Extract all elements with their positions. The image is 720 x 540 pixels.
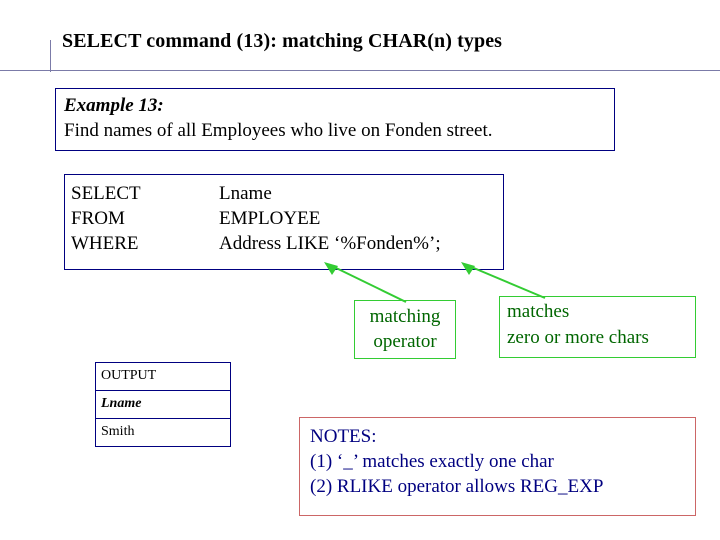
notes-box: NOTES: (1) ‘_’ matches exactly one char … (299, 417, 696, 516)
sql-keyword: FROM (71, 208, 125, 229)
arrow-to-like-operator (324, 262, 407, 303)
sql-row: WHERE Address LIKE ‘%Fonden%’; (67, 231, 503, 256)
sql-row: FROM EMPLOYEE (67, 206, 503, 231)
table-row: Smith (95, 418, 231, 447)
output-table-column: Lname (95, 390, 231, 419)
arrow-to-wildcard (461, 262, 546, 299)
callout-matching-operator: matching operator (354, 300, 456, 359)
output-table: OUTPUT Lname Smith (95, 362, 231, 447)
notes-title: NOTES: (310, 426, 377, 447)
sql-value: EMPLOYEE (219, 208, 321, 229)
header-rule-right (50, 70, 720, 71)
callout-matches-chars: matches zero or more chars (499, 296, 696, 358)
sql-keyword: SELECT (71, 183, 141, 204)
table-row: OUTPUT (95, 362, 231, 391)
output-table-cell: Smith (95, 418, 231, 447)
sql-value: Address LIKE ‘%Fonden%’; (219, 233, 441, 254)
sql-query-box: SELECT Lname FROM EMPLOYEE WHERE Address… (64, 174, 504, 270)
callout-matching-operator-line1: matching (369, 306, 441, 327)
header-rule-vertical (50, 40, 51, 72)
sql-keyword: WHERE (71, 233, 139, 254)
sql-value: Lname (219, 183, 272, 204)
table-row: Lname (95, 390, 231, 419)
sql-row: SELECT Lname (67, 181, 503, 206)
callout-matching-operator-line2: operator (373, 331, 437, 352)
output-table-header: OUTPUT (95, 362, 231, 391)
example-text: Find names of all Employees who live on … (64, 120, 493, 141)
example-box: Example 13: Find names of all Employees … (55, 88, 615, 151)
callout-matches-chars-line2: zero or more chars (507, 327, 649, 348)
header-rule-left (0, 70, 50, 71)
example-label: Example 13: (64, 95, 164, 116)
page-title: SELECT command (13): matching CHAR(n) ty… (62, 30, 503, 52)
callout-matches-chars-line1: matches (507, 301, 570, 322)
notes-line-2: (2) RLIKE operator allows REG_EXP (310, 476, 604, 497)
notes-line-1: (1) ‘_’ matches exactly one char (310, 451, 554, 472)
